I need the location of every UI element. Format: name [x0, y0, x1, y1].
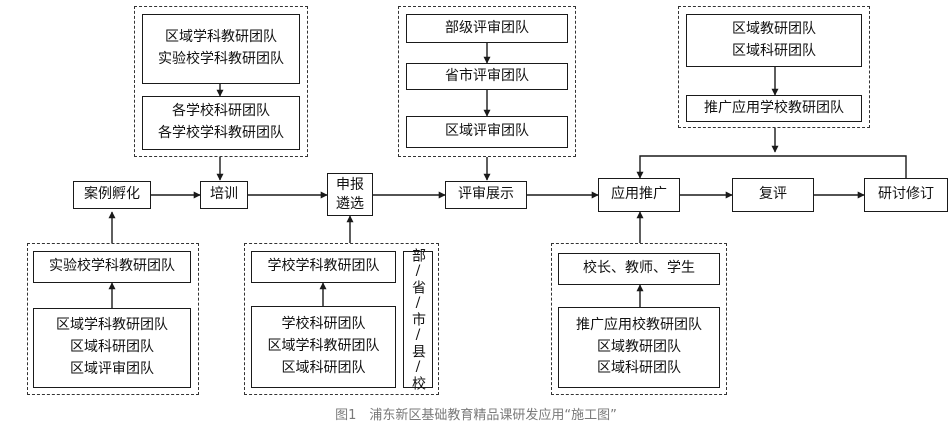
team-label: 学校学科教研团队 — [267, 258, 380, 275]
team-box-g4-top: 实验校学科教研团队 — [33, 251, 191, 283]
node-review-showcase: 评审展示 — [445, 181, 527, 209]
figure-caption: 图1 浦东新区基础教育精品课研发应用“施工图” — [335, 408, 617, 423]
team-box-g5-top: 学校学科教研团队 — [251, 251, 396, 283]
node-re-evaluation: 复评 — [732, 178, 814, 212]
node-discussion-revision-label: 研讨修订 — [878, 186, 934, 203]
group-promotion-teams — [678, 6, 870, 128]
team-label: 实验校学科教研团队 — [49, 258, 175, 275]
group-selection-teams — [244, 243, 439, 395]
team-label: 推广应用校教研团队 — [576, 316, 702, 333]
team-label: 区域科研团队 — [732, 42, 816, 59]
team-label: 区域科研团队 — [281, 359, 366, 376]
team-box-g3-bottom: 推广应用学校教研团队 — [686, 95, 862, 122]
team-levels-label: 部/省/市/县/校 — [410, 248, 426, 391]
node-discussion-revision: 研讨修订 — [864, 178, 948, 212]
team-box-g4-bottom: 区域学科教研团队 区域科研团队 区域评审团队 — [33, 308, 191, 388]
team-label: 学校科研团队 — [281, 316, 366, 333]
node-application-label-2: 遴选 — [336, 195, 364, 212]
team-label: 区域评审团队 — [445, 123, 529, 140]
team-label: 各学校科研团队 — [172, 103, 270, 120]
node-application-promotion: 应用推广 — [598, 178, 680, 212]
node-case-incubation-label: 案例孵化 — [84, 186, 140, 203]
team-label: 区域学科教研团队 — [165, 29, 277, 46]
node-re-evaluation-label: 复评 — [759, 186, 787, 203]
team-label: 区域教研团队 — [597, 338, 681, 355]
team-box-g2-province: 省市评审团队 — [406, 63, 568, 90]
team-box-g1-top: 区域学科教研团队 实验校学科教研团队 — [142, 14, 300, 84]
node-application-selection: 申报 遴选 — [327, 173, 373, 216]
node-application-promotion-label: 应用推广 — [611, 186, 667, 203]
group-review-teams — [398, 6, 576, 157]
feedback-yantao-yingyong — [636, 155, 907, 179]
node-case-incubation: 案例孵化 — [73, 181, 151, 209]
group-incubation-teams — [27, 243, 199, 395]
team-box-g3-top: 区域教研团队 区域科研团队 — [686, 14, 862, 67]
team-label: 各学校学科教研团队 — [158, 125, 284, 141]
node-application-label-1: 申报 — [336, 176, 364, 193]
team-label: 区域科研团队 — [597, 360, 681, 377]
team-box-g5-bottom: 学校科研团队 区域学科教研团队 区域科研团队 — [251, 306, 396, 388]
team-label: 区域学科教研团队 — [56, 317, 168, 334]
group-training-teams — [134, 6, 308, 157]
team-label: 区域教研团队 — [732, 20, 816, 37]
team-label: 区域学科教研团队 — [267, 338, 380, 355]
team-label: 省市评审团队 — [445, 67, 529, 84]
team-box-g2-district: 区域评审团队 — [406, 116, 568, 148]
team-label: 区域科研团队 — [70, 339, 154, 356]
node-review-showcase-label: 评审展示 — [458, 186, 514, 203]
node-training: 培训 — [200, 181, 248, 209]
team-label: 推广应用学校教研团队 — [704, 99, 844, 116]
group-application-teams — [551, 243, 727, 395]
team-box-g5-side: 部/省/市/县/校 — [403, 248, 433, 391]
team-label: 部级评审团队 — [445, 19, 529, 36]
team-box-g2-ministry: 部级评审团队 — [406, 14, 568, 43]
node-training-label: 培训 — [210, 186, 238, 203]
team-box-g6-bottom: 推广应用校教研团队 区域教研团队 区域科研团队 — [558, 307, 720, 388]
team-box-g1-bottom: 各学校科研团队 各学校学科教研团队 — [142, 96, 300, 150]
team-label: 实验校学科教研团队 — [158, 51, 284, 67]
team-label: 区域评审团队 — [70, 360, 154, 377]
team-label: 校长、教师、学生 — [583, 260, 695, 277]
team-box-g6-top: 校长、教师、学生 — [558, 253, 720, 285]
